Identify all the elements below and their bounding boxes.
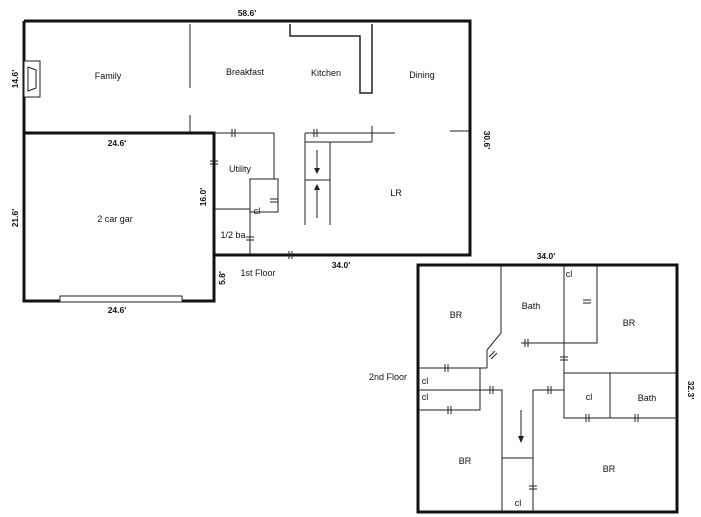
- room-label-closet-left-2: cl: [422, 392, 429, 402]
- room-label-garage: 2 car gar: [97, 214, 133, 224]
- first-floor-door-marks: [210, 129, 318, 259]
- room-label-closet-top: cl: [566, 269, 573, 279]
- room-label-half-bath: 1/2 ba: [220, 230, 245, 240]
- room-label-closet-bottom: cl: [515, 498, 522, 508]
- dim-garage-height: 21.6': [10, 209, 20, 228]
- floor-label-first: 1st Floor: [240, 268, 275, 278]
- dim-first-right-height: 30.6': [482, 131, 492, 150]
- room-label-br-bottom-right: BR: [603, 464, 616, 474]
- closet-box: [249, 178, 279, 213]
- closet-left-box: [418, 368, 481, 411]
- floor-label-second: 2nd Floor: [369, 372, 407, 382]
- first-floor-plan: Family Breakfast Kitchen Dining Utility …: [10, 8, 492, 315]
- second-floor-plan: BR Bath cl BR cl cl cl Bath BR cl BR 2nd…: [369, 251, 696, 514]
- dim-first-left-height: 14.6': [10, 70, 20, 89]
- room-label-closet-center: cl: [586, 392, 593, 402]
- room-label-kitchen: Kitchen: [311, 68, 341, 78]
- dim-utility-height: 16.0': [198, 188, 208, 207]
- room-label-closet: cl: [254, 206, 261, 216]
- first-floor-exterior-wall: [22, 19, 472, 257]
- dim-first-bottom-width: 34.0': [332, 260, 351, 270]
- utility-wall: [214, 132, 275, 179]
- dim-garage-bottom: 24.6': [108, 305, 127, 315]
- hall-left-wall: [480, 389, 503, 512]
- stairs-first-floor: [304, 126, 395, 225]
- room-label-family: Family: [95, 71, 122, 81]
- bath-top-left-wall: [486, 265, 502, 351]
- fireplace-icon: [23, 60, 41, 98]
- kitchen-cabinet-wall: [289, 24, 373, 94]
- room-label-breakfast: Breakfast: [226, 67, 265, 77]
- stairs-down-arrow-icon: [518, 410, 524, 443]
- dim-first-top-width: 58.6': [238, 8, 257, 18]
- dim-second-top-width: 34.0': [537, 251, 556, 261]
- right-rooms-bottom-wall: [563, 373, 677, 419]
- room-label-br-top-right: BR: [623, 318, 636, 328]
- room-label-dining: Dining: [409, 70, 435, 80]
- second-floor-door-marks: [444, 299, 639, 490]
- bath-top-bottom-wall: [521, 265, 598, 344]
- room-label-bath-right: Bath: [638, 393, 657, 403]
- room-label-utility: Utility: [229, 164, 251, 174]
- room-label-living-room: LR: [390, 188, 402, 198]
- room-label-closet-left-1: cl: [422, 376, 429, 386]
- dim-step: 5.8': [217, 271, 227, 285]
- dim-second-right-height: 32.3': [686, 381, 696, 400]
- room-label-bath-top: Bath: [522, 301, 541, 311]
- garage-door: [59, 295, 183, 303]
- room-label-br-bottom-left: BR: [459, 456, 472, 466]
- room-label-br-top-left: BR: [450, 310, 463, 320]
- dim-garage-top: 24.6': [108, 138, 127, 148]
- second-floor-exterior-wall: [416, 263, 679, 514]
